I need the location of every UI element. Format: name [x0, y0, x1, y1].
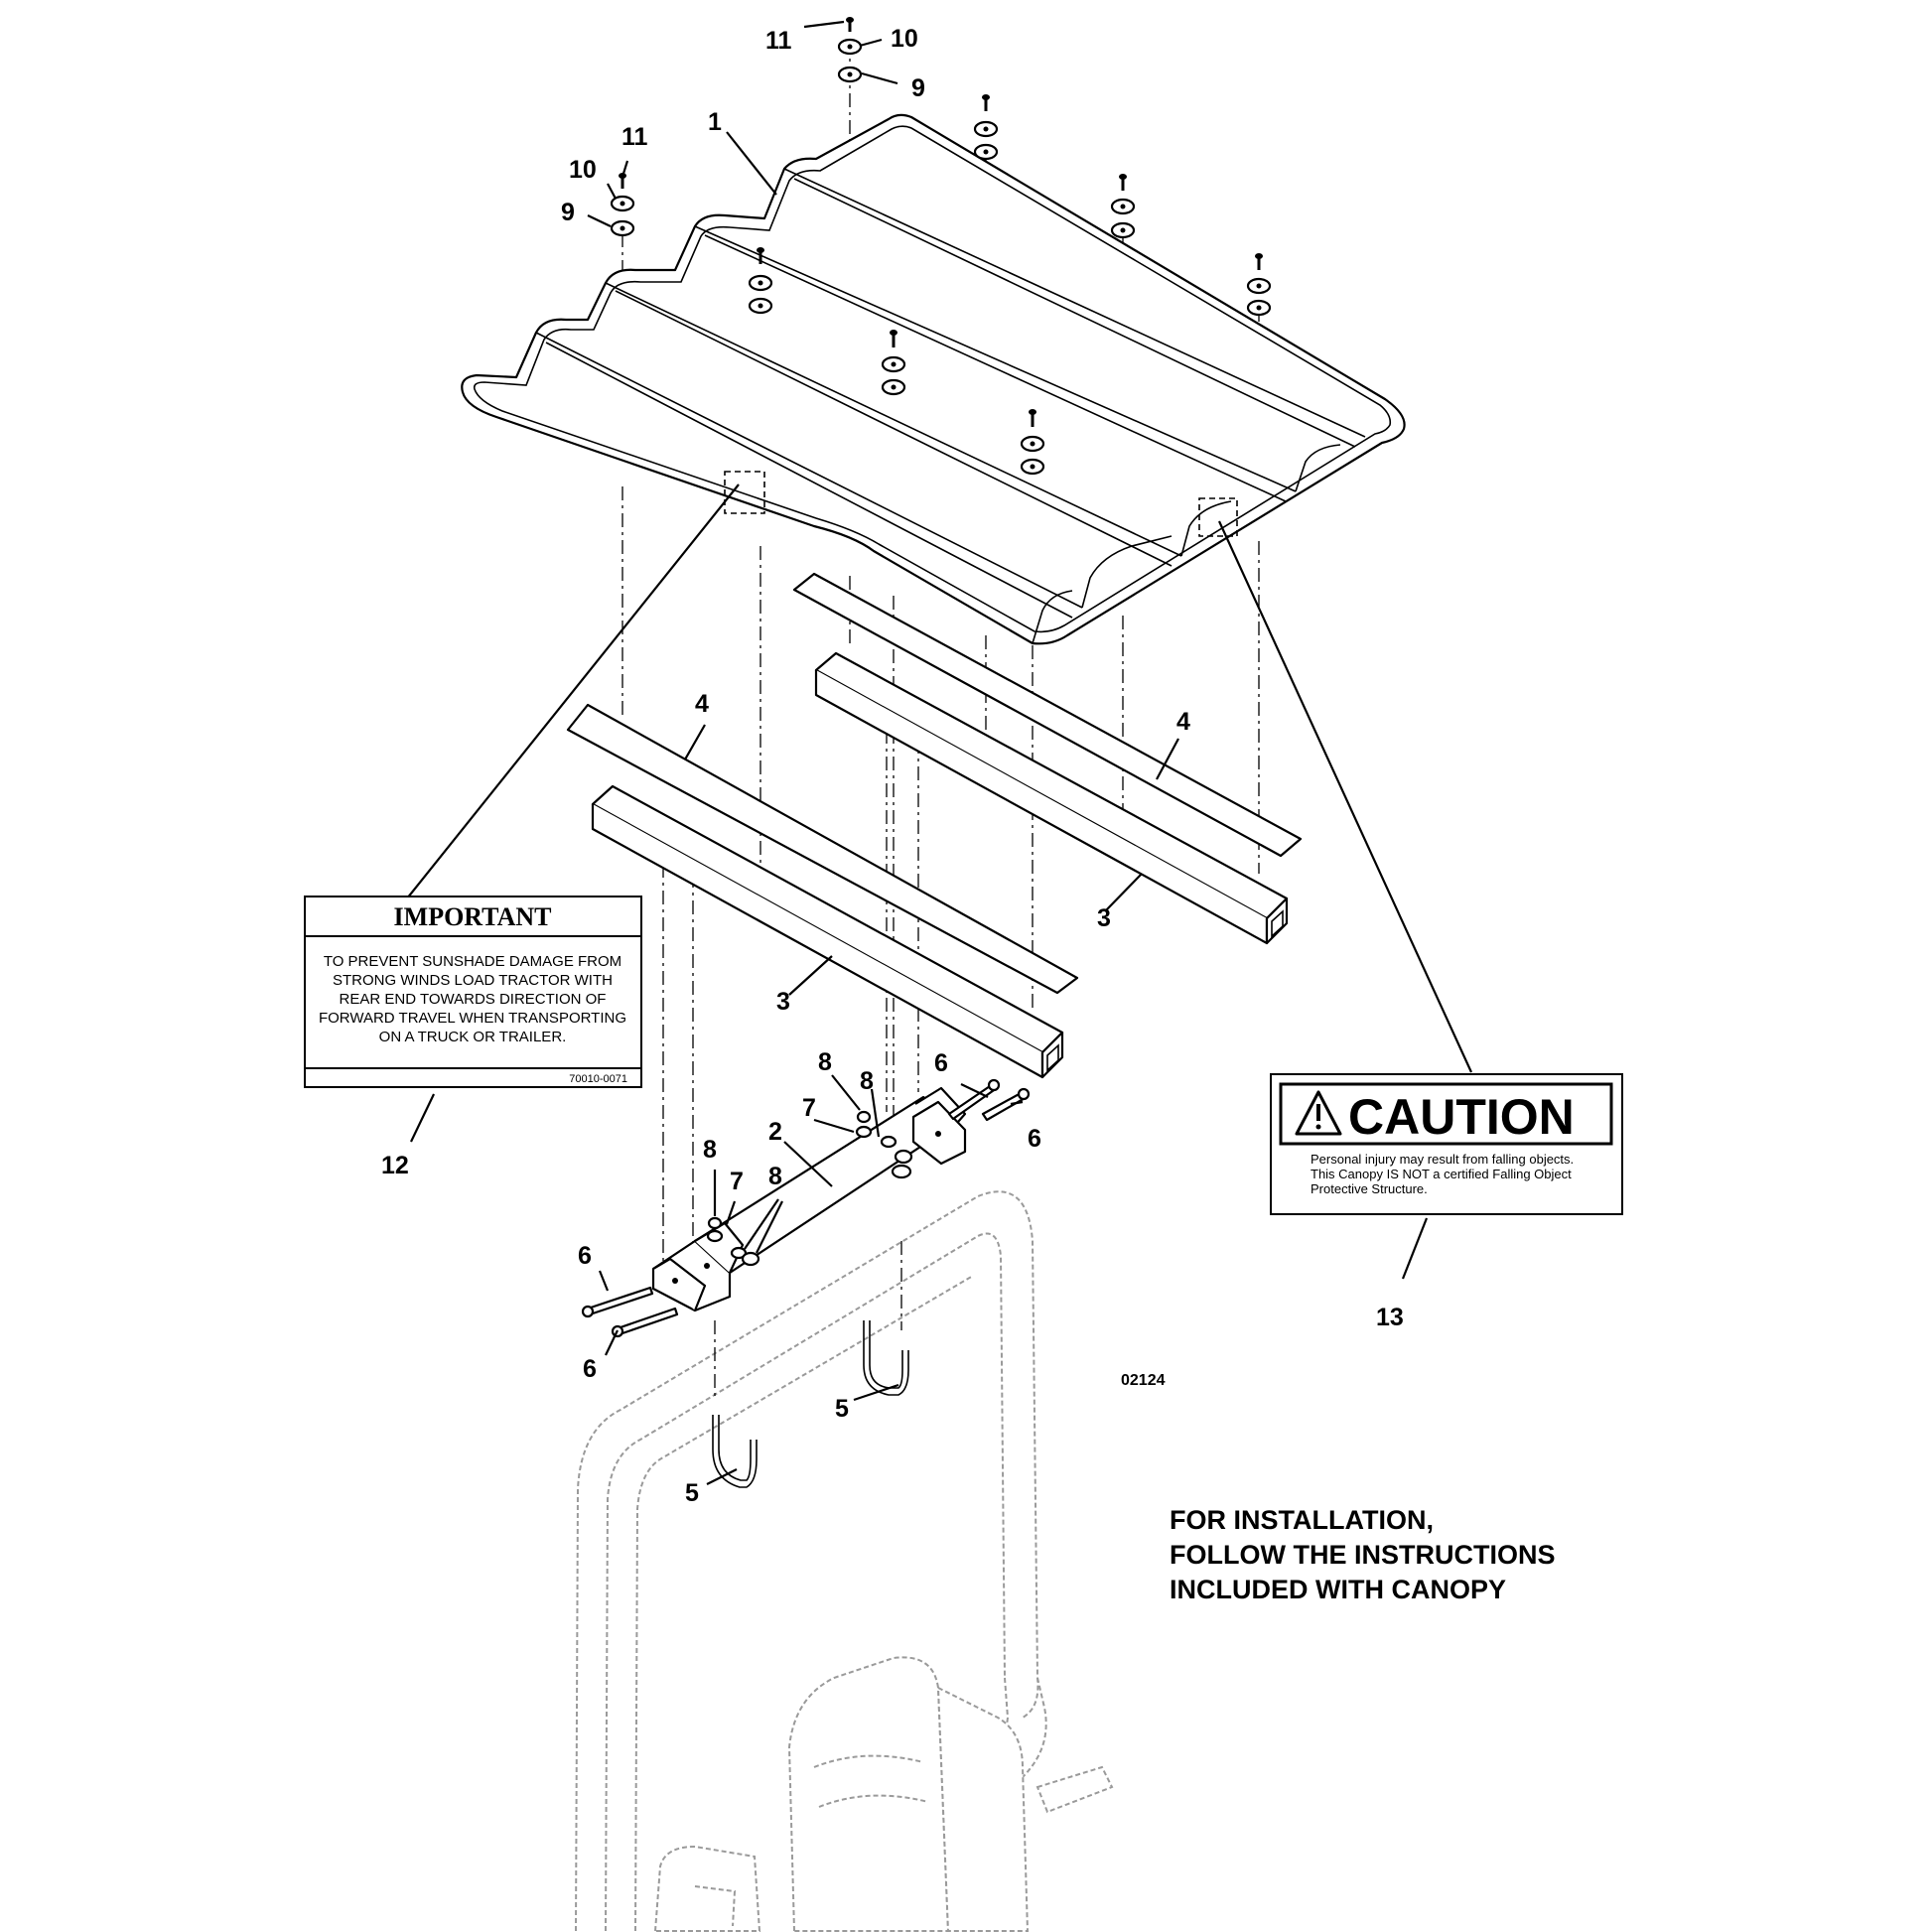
- callout-9: 9: [911, 74, 925, 102]
- caution-line: Protective Structure.: [1311, 1181, 1428, 1196]
- callout-labels: 11 10 9 1 11 10 9 4 4 3 3 2 8 8 8 8 7 7 …: [381, 25, 1404, 1507]
- callout-4: 4: [695, 690, 709, 718]
- callout-9: 9: [561, 199, 575, 226]
- caution-title: CAUTION: [1348, 1089, 1575, 1145]
- canopy-hardware: [610, 17, 1272, 476]
- caution-line: This Canopy IS NOT a certified Falling O…: [1311, 1167, 1572, 1181]
- callout-8: 8: [768, 1163, 782, 1190]
- callout-6: 6: [1028, 1125, 1041, 1153]
- instruction-line: INCLUDED WITH CANOPY: [1170, 1575, 1506, 1604]
- important-decal: IMPORTANT TO PREVENT SUNSHADE DAMAGE FRO…: [304, 896, 642, 1088]
- drawing-number: 02124: [1121, 1372, 1166, 1389]
- important-part-number: 70010-0071: [569, 1073, 627, 1085]
- callout-10: 10: [891, 25, 918, 53]
- tractor-seat-ghost: [653, 1656, 1114, 1932]
- callout-6: 6: [934, 1049, 948, 1077]
- channel-left: [591, 784, 1064, 1079]
- spacer-strip-right: [792, 572, 1303, 858]
- installation-note: FOR INSTALLATION, FOLLOW THE INSTRUCTION…: [1170, 1505, 1555, 1604]
- callout-1: 1: [708, 108, 722, 136]
- callout-11: 11: [621, 123, 648, 151]
- callout-10: 10: [569, 156, 597, 184]
- callout-5: 5: [835, 1395, 849, 1423]
- callout-5: 5: [685, 1479, 699, 1507]
- u-bolts: [712, 1320, 909, 1488]
- leader-lines: [406, 20, 1473, 1485]
- callout-8: 8: [818, 1048, 832, 1076]
- callout-7: 7: [802, 1094, 816, 1122]
- bolt-row-2: [748, 94, 1272, 476]
- important-title: IMPORTANT: [394, 902, 552, 931]
- bolt-6-hardware: [581, 1078, 1031, 1338]
- instruction-line: FOLLOW THE INSTRUCTIONS: [1170, 1540, 1555, 1570]
- callout-13: 13: [1376, 1304, 1404, 1331]
- instruction-line: FOR INSTALLATION,: [1170, 1505, 1434, 1535]
- canopy-shell: [461, 113, 1406, 645]
- callout-4: 4: [1176, 708, 1190, 736]
- callout-3: 3: [776, 988, 790, 1016]
- warning-triangle-icon: [1295, 1090, 1342, 1136]
- callout-2: 2: [768, 1118, 782, 1146]
- important-line: FORWARD TRAVEL WHEN TRANSPORTING: [319, 1010, 626, 1027]
- mounting-bracket: [651, 1086, 967, 1312]
- callout-7: 7: [730, 1168, 744, 1195]
- caution-line: Personal injury may result from falling …: [1311, 1152, 1574, 1167]
- mounting-centerlines: [621, 40, 1260, 1400]
- caution-decal: CAUTION Personal injury may result from …: [1270, 1073, 1623, 1215]
- callout-3: 3: [1097, 904, 1111, 932]
- callout-8: 8: [860, 1067, 874, 1095]
- callout-6: 6: [578, 1242, 592, 1270]
- important-line: REAR END TOWARDS DIRECTION OF: [340, 991, 607, 1008]
- bolt-top-center: [837, 17, 863, 83]
- bolt-top-left: [610, 173, 635, 237]
- channel-right: [814, 651, 1289, 945]
- callout-8: 8: [703, 1136, 717, 1164]
- important-line: TO PREVENT SUNSHADE DAMAGE FROM: [324, 953, 621, 970]
- important-line: ON A TRUCK OR TRAILER.: [379, 1029, 567, 1045]
- spacer-strip-left: [566, 703, 1079, 995]
- important-line: STRONG WINDS LOAD TRACTOR WITH: [333, 972, 613, 989]
- callout-11: 11: [765, 27, 792, 55]
- tractor-rollbar-ghost: [575, 1190, 1047, 1932]
- callout-12: 12: [381, 1152, 409, 1179]
- callout-6: 6: [583, 1355, 597, 1383]
